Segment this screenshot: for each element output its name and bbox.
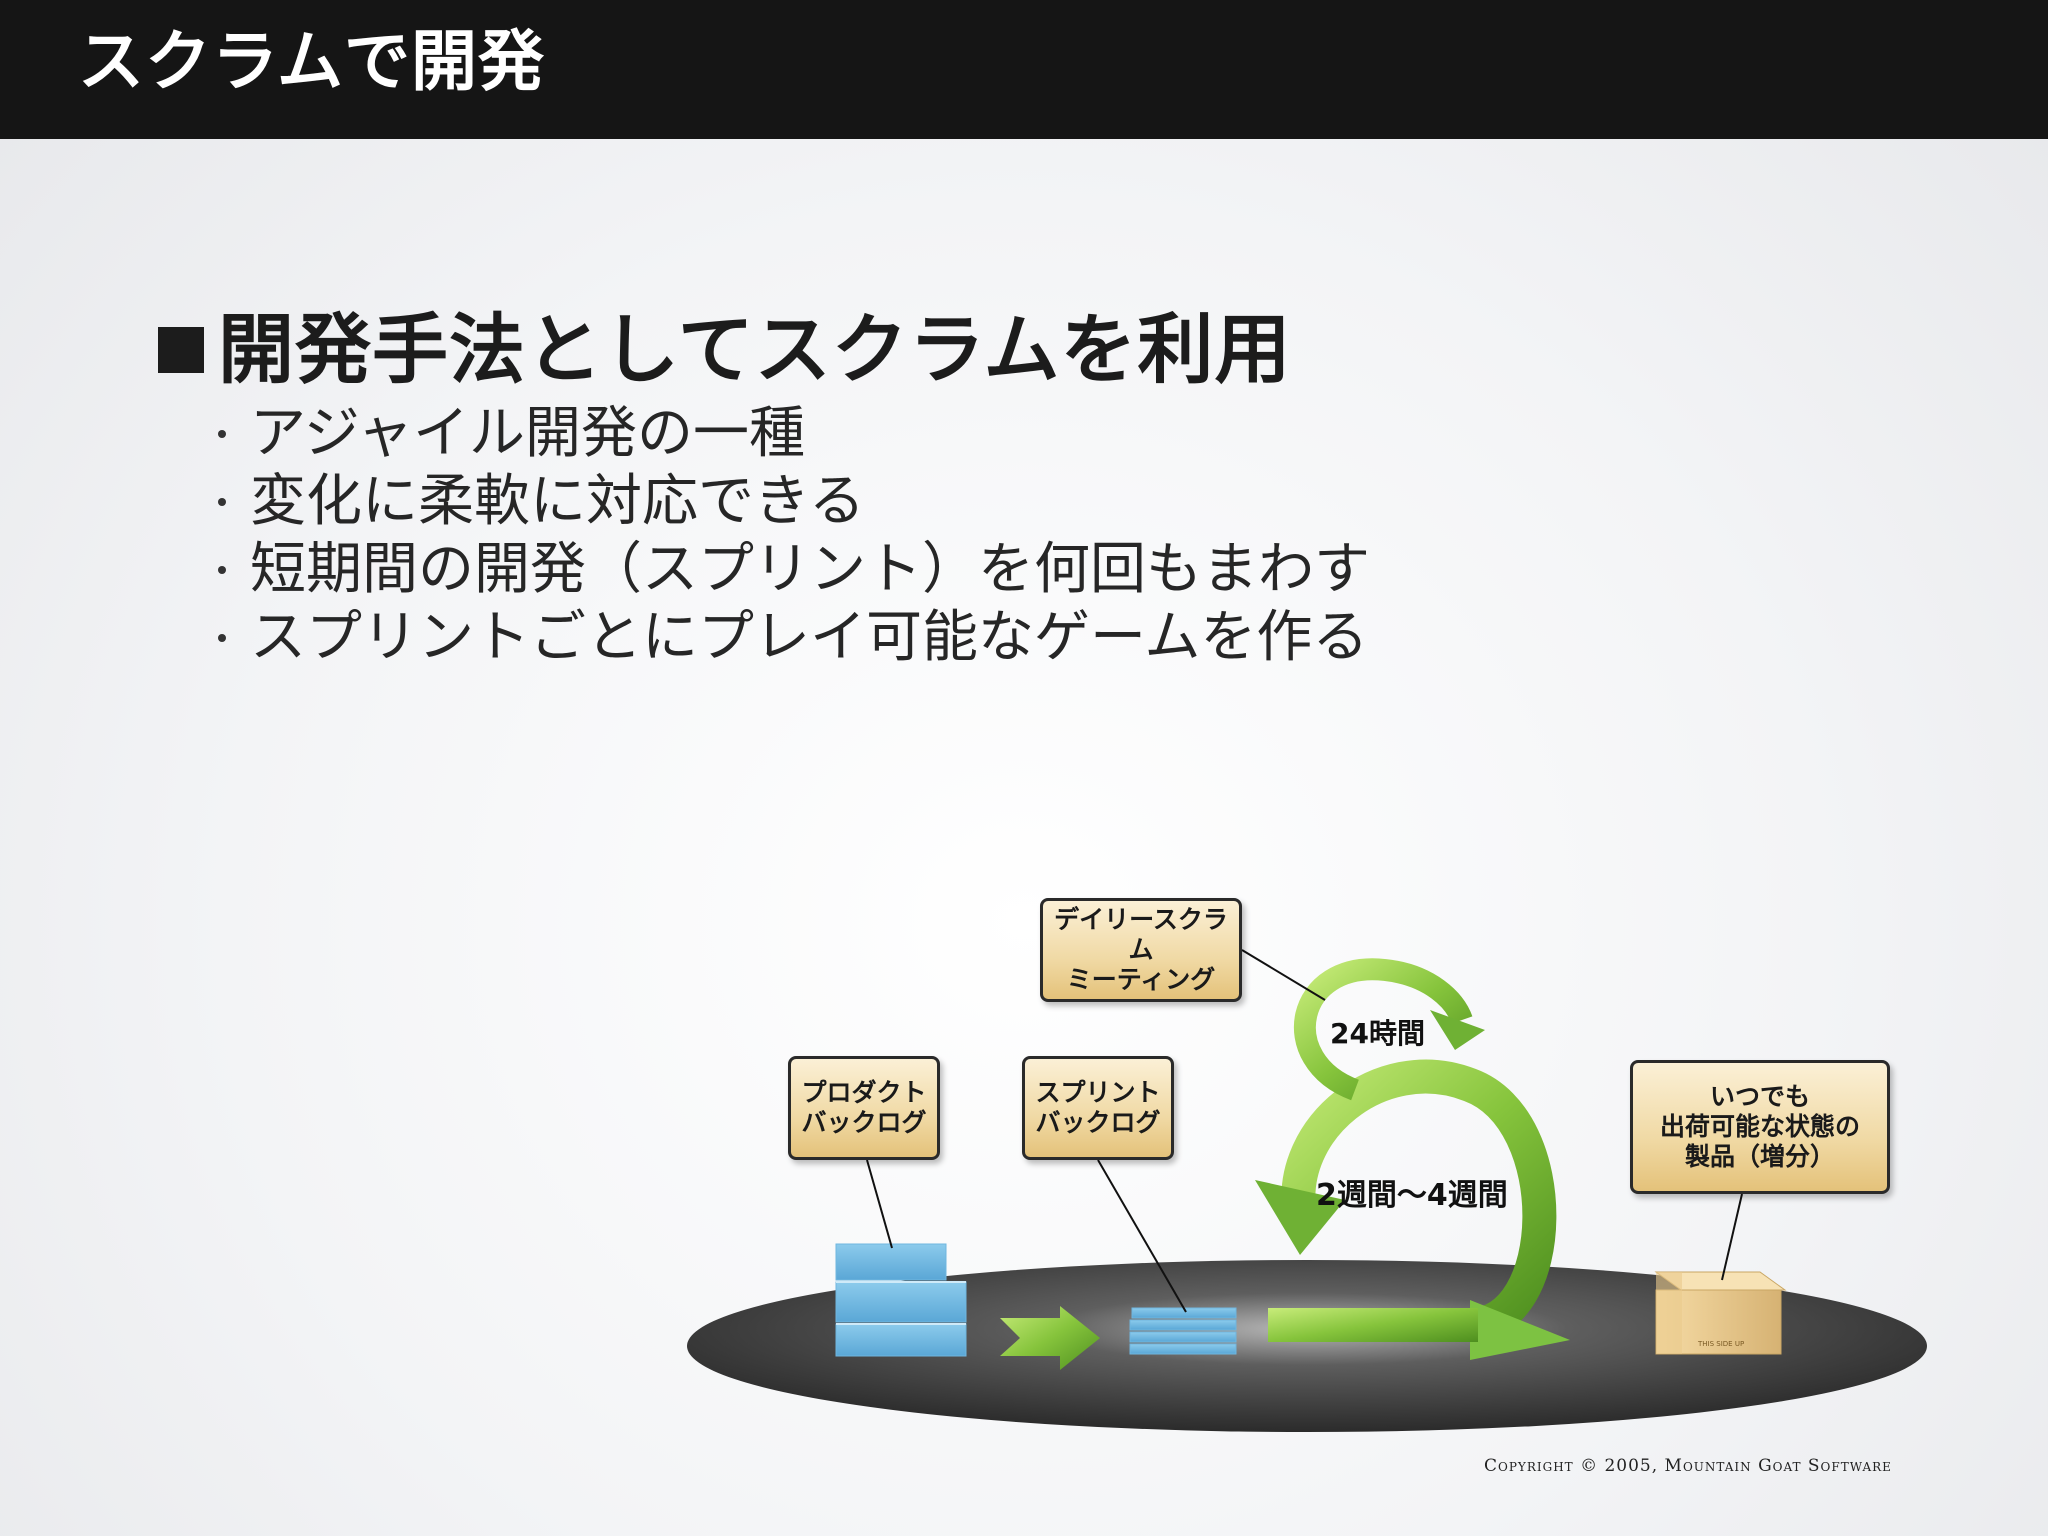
bullet-text: 短期間の開発（スプリント）を何回もまわす [250,537,1370,602]
daily-loop-arrow-icon [1293,958,1485,1101]
bullet-item: アジャイル開発の一種 [210,400,1370,468]
section-heading: 開発手法としてスクラムを利用 [158,300,1291,400]
increment-callout: いつでも 出荷可能な状態の 製品（増分） [1630,1060,1890,1194]
shipping-box-icon [1654,1271,1787,1355]
connector-line [1721,1193,1743,1281]
daily-scrum-callout: デイリースクラム ミーティング [1040,898,1242,1002]
bullet-dot-icon [218,498,226,506]
increment-label: いつでも 出荷可能な状態の 製品（増分） [1659,1082,1860,1171]
sprint-backlog-callout: スプリント バックログ [1022,1056,1174,1160]
title-bar: スクラムで開発 [0,0,2048,139]
bullet-list: アジャイル開発の一種 変化に柔軟に対応できる 短期間の開発（スプリント）を何回も… [210,400,1370,672]
square-bullet-icon [158,327,204,373]
bullet-text: スプリントごとにプレイ可能なゲームを作る [250,605,1369,670]
slide-title: スクラムで開発 [78,23,546,100]
bullet-text: アジャイル開発の一種 [250,401,805,466]
platform-ellipse [687,1260,1927,1432]
bullet-item: 短期間の開発（スプリント）を何回もまわす [210,536,1370,604]
sprint-loop-arrow-icon [1255,1059,1570,1360]
product-backlog-callout: プロダクト バックログ [788,1056,940,1160]
product-backlog-stack-icon [835,1243,967,1357]
bullet-dot-icon [218,634,226,642]
connector-line [866,1159,893,1249]
connector-line [1097,1159,1187,1313]
sprint-loop-label: 2週間～4週間 [1316,1178,1508,1213]
heading-text: 開発手法としてスクラムを利用 [218,305,1292,394]
bullet-dot-icon [218,566,226,574]
sprint-backlog-label: スプリント バックログ [1035,1078,1161,1137]
bullet-text: 変化に柔軟に対応できる [250,469,865,534]
copyright-notice: Copyright © 2005, Mountain Goat Software [1484,1456,1892,1476]
bullet-dot-icon [218,430,226,438]
product-backlog-label: プロダクト バックログ [801,1078,927,1137]
box-stamp-text: THIS SIDE UP [1698,1340,1745,1348]
bullet-item: スプリントごとにプレイ可能なゲームを作る [210,604,1370,672]
daily-loop-label: 24時間 [1330,1017,1425,1050]
connector-line [1241,949,1326,1001]
flow-arrow-icon [1000,1306,1100,1370]
daily-scrum-label: デイリースクラム ミーティング [1054,905,1228,994]
bullet-item: 変化に柔軟に対応できる [210,468,1370,536]
